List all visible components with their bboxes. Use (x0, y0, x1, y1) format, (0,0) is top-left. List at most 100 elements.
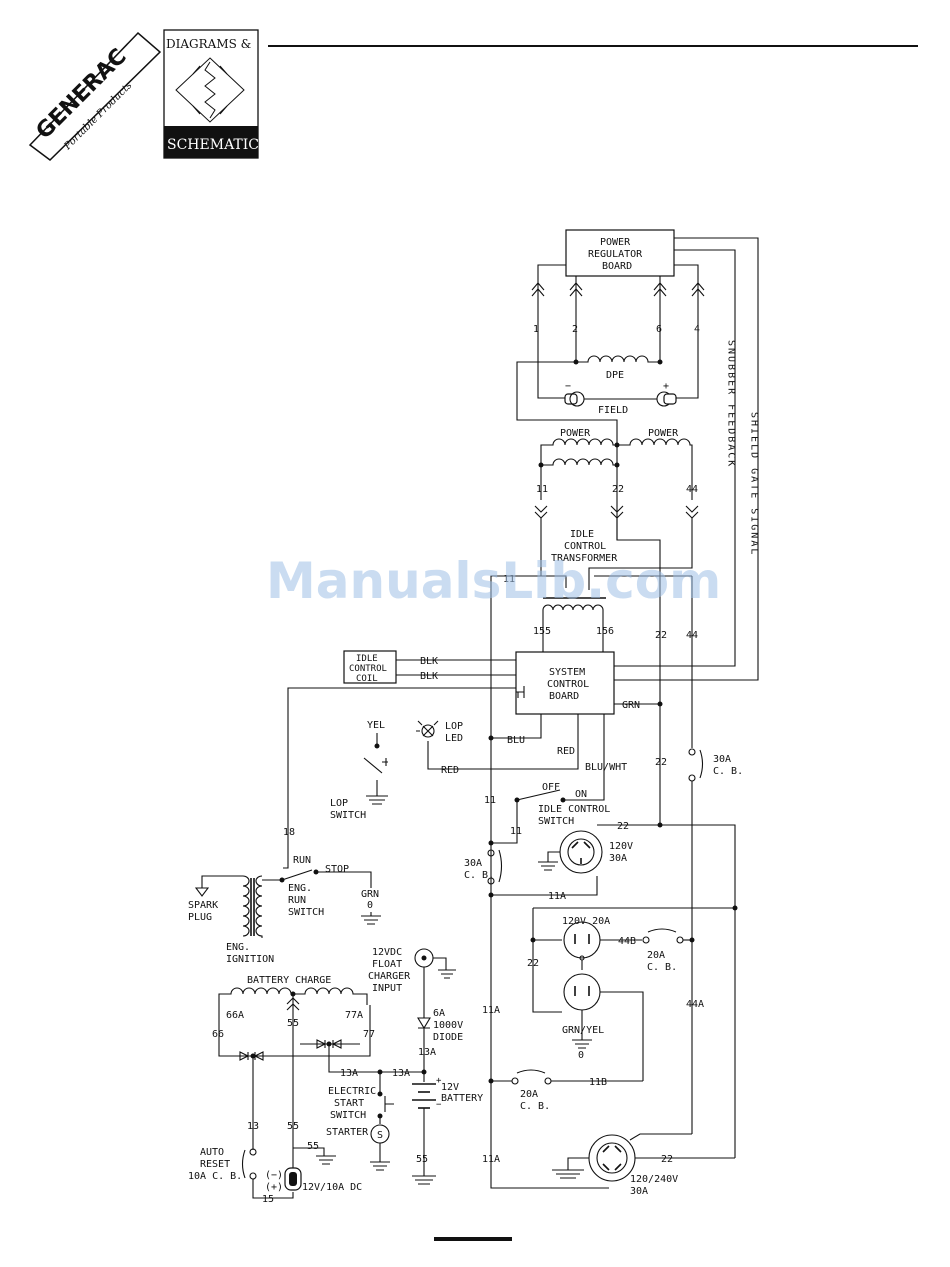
battery-line1: 12V (441, 1082, 459, 1093)
electric-start-switch: ELECTRIC START SWITCH (328, 1072, 394, 1124)
ess-line1: ELECTRIC (328, 1086, 376, 1097)
wire-4: 4 (694, 324, 700, 335)
lop-led-line1: LOP (445, 721, 463, 732)
cb20u-line1: 20A (647, 950, 665, 961)
system-control-board: SYSTEM CONTROL BOARD (515, 651, 615, 715)
section-top: DIAGRAMS & (166, 37, 252, 51)
ar-line2: RESET (200, 1159, 230, 1170)
starter-symbol: S (377, 1130, 383, 1141)
lop-switch: YEL LOP SWITCH (330, 720, 388, 821)
wire-11-transformer: 11 (503, 574, 515, 585)
bridge-symbol (175, 57, 245, 123)
wire-44a: 44A (686, 999, 704, 1010)
lop-switch-line1: LOP (330, 798, 348, 809)
battery-12v: 12V BATTERY + − (412, 1072, 483, 1185)
float-charger-input: 12VDC FLOAT CHARGER INPUT (368, 947, 456, 994)
wire-22-outlet240: 22 (661, 1154, 673, 1165)
power-regulator-board: POWER REGULATOR BOARD (565, 229, 675, 277)
cb-30a-left: 30A C. B. (464, 849, 503, 885)
wire-77a: 77A (345, 1010, 363, 1021)
grn-0-line2: 0 (367, 900, 373, 911)
wire-blu: BLU (507, 735, 525, 746)
icc-line1: IDLE (356, 654, 378, 664)
wire-yel: YEL (367, 720, 385, 731)
outlet-120v-30a: 120V 30A (538, 830, 633, 874)
cb-20a-upper: 20A C. B. (642, 928, 684, 973)
field-label: FIELD (598, 405, 628, 416)
dc-outlet-label: 12V/10A DC (302, 1182, 362, 1193)
diode-line3: DIODE (433, 1032, 463, 1043)
wire-55-winding: 55 (287, 1018, 299, 1029)
lop-switch-line2: SWITCH (330, 810, 366, 821)
cb30r-line1: 30A (713, 754, 731, 765)
o30-line1: 120V (609, 841, 633, 852)
wire-2: 2 (572, 324, 578, 335)
ict-line2: CONTROL (564, 541, 606, 552)
wire-grn-scb: GRN (622, 700, 640, 711)
wire-red-led: RED (441, 765, 459, 776)
ers-line3: SWITCH (288, 907, 324, 918)
ignition-line2: IGNITION (226, 954, 274, 965)
ics-line2: SWITCH (538, 816, 574, 827)
wire-13a-mid: 13A (392, 1068, 410, 1079)
icc-line3: COIL (356, 674, 378, 684)
snubber-feedback-label: SNUBBER FEEDBACK (726, 340, 737, 468)
cb20u-line2: C. B. (647, 962, 677, 973)
wire-156: 156 (596, 626, 614, 637)
o20-label: 120V 20A (562, 916, 610, 927)
wire-55-battery: 55 (416, 1154, 428, 1165)
cb30l-line1: 30A (464, 858, 482, 869)
fc-line1: 12VDC (372, 947, 402, 958)
eng-run-switch: RUN STOP ENG. RUN SWITCH GRN 0 (279, 855, 381, 925)
connector-row-top (531, 282, 705, 297)
starter-label: STARTER (326, 1127, 369, 1138)
wire-11a-lower: 11A (482, 1154, 500, 1165)
diode-line1: 6A (433, 1008, 445, 1019)
wire-13: 13 (247, 1121, 259, 1132)
wire-11a-upper: 11A (482, 1005, 500, 1016)
stop-label: STOP (325, 864, 349, 875)
wire-22-mid: 22 (655, 630, 667, 641)
wire-22-duplex: 22 (527, 958, 539, 969)
power-right-label: POWER (648, 428, 679, 439)
spark-plug-line2: PLUG (188, 912, 212, 923)
ar-line3: 10A C. B. (188, 1171, 242, 1182)
shield-gate-signal-label: SHIELD GATE SIGNAL (749, 412, 760, 556)
fc-line4: INPUT (372, 983, 402, 994)
wire-155: 155 (533, 626, 551, 637)
lop-led-line2: LED (445, 733, 463, 744)
fc-line3: CHARGER (368, 971, 411, 982)
fc-line2: FLOAT (372, 959, 402, 970)
gfci-line2: 0 (578, 1050, 584, 1061)
wire-18: 18 (283, 827, 295, 838)
wire-55-lower: 55 (287, 1121, 299, 1132)
cb30r-line2: C. B. (713, 766, 743, 777)
ess-line2: START (334, 1098, 364, 1109)
cb20l-line2: C. B. (520, 1101, 550, 1112)
diode-line2: 1000V (433, 1020, 463, 1031)
idle-control-transformer: IDLE CONTROL TRANSFORMER 155 156 (533, 529, 692, 652)
page-footer-bar (434, 1237, 512, 1241)
wire-11b: 11B (589, 1077, 607, 1088)
off-label: OFF (542, 782, 560, 793)
wire-11-top: 11 (536, 484, 548, 495)
prb-line3: BOARD (602, 261, 632, 272)
watermark: ManualsLib.com (266, 552, 721, 610)
wire-11-mid: 11 (484, 795, 496, 806)
ict-line1: IDLE (570, 529, 594, 540)
gfci-line1: GRN/YEL (562, 1025, 604, 1036)
cb-30a-right: 30A C. B. (688, 748, 743, 782)
diagrams-schematics-badge: DIAGRAMS & SCHEMATICS (163, 29, 269, 159)
wire-66: 66 (212, 1029, 224, 1040)
page-header: GENERAC Portable Products DIAGRAMS & SCH… (28, 29, 918, 161)
engine-ignition: SPARK PLUG ENG. IGNITION (188, 875, 282, 965)
cb30l-line2: C. B. (464, 870, 494, 881)
battery-plus: + (436, 1076, 442, 1086)
scb-line3: BOARD (549, 691, 579, 702)
battery-charge-label: BATTERY CHARGE (247, 975, 331, 986)
idle-control-switch: OFF ON IDLE CONTROL SWITCH 11 (488, 782, 610, 846)
run-label: RUN (293, 855, 311, 866)
power-windings: POWER POWER (538, 428, 693, 500)
wire-44b: 44B (618, 936, 636, 947)
